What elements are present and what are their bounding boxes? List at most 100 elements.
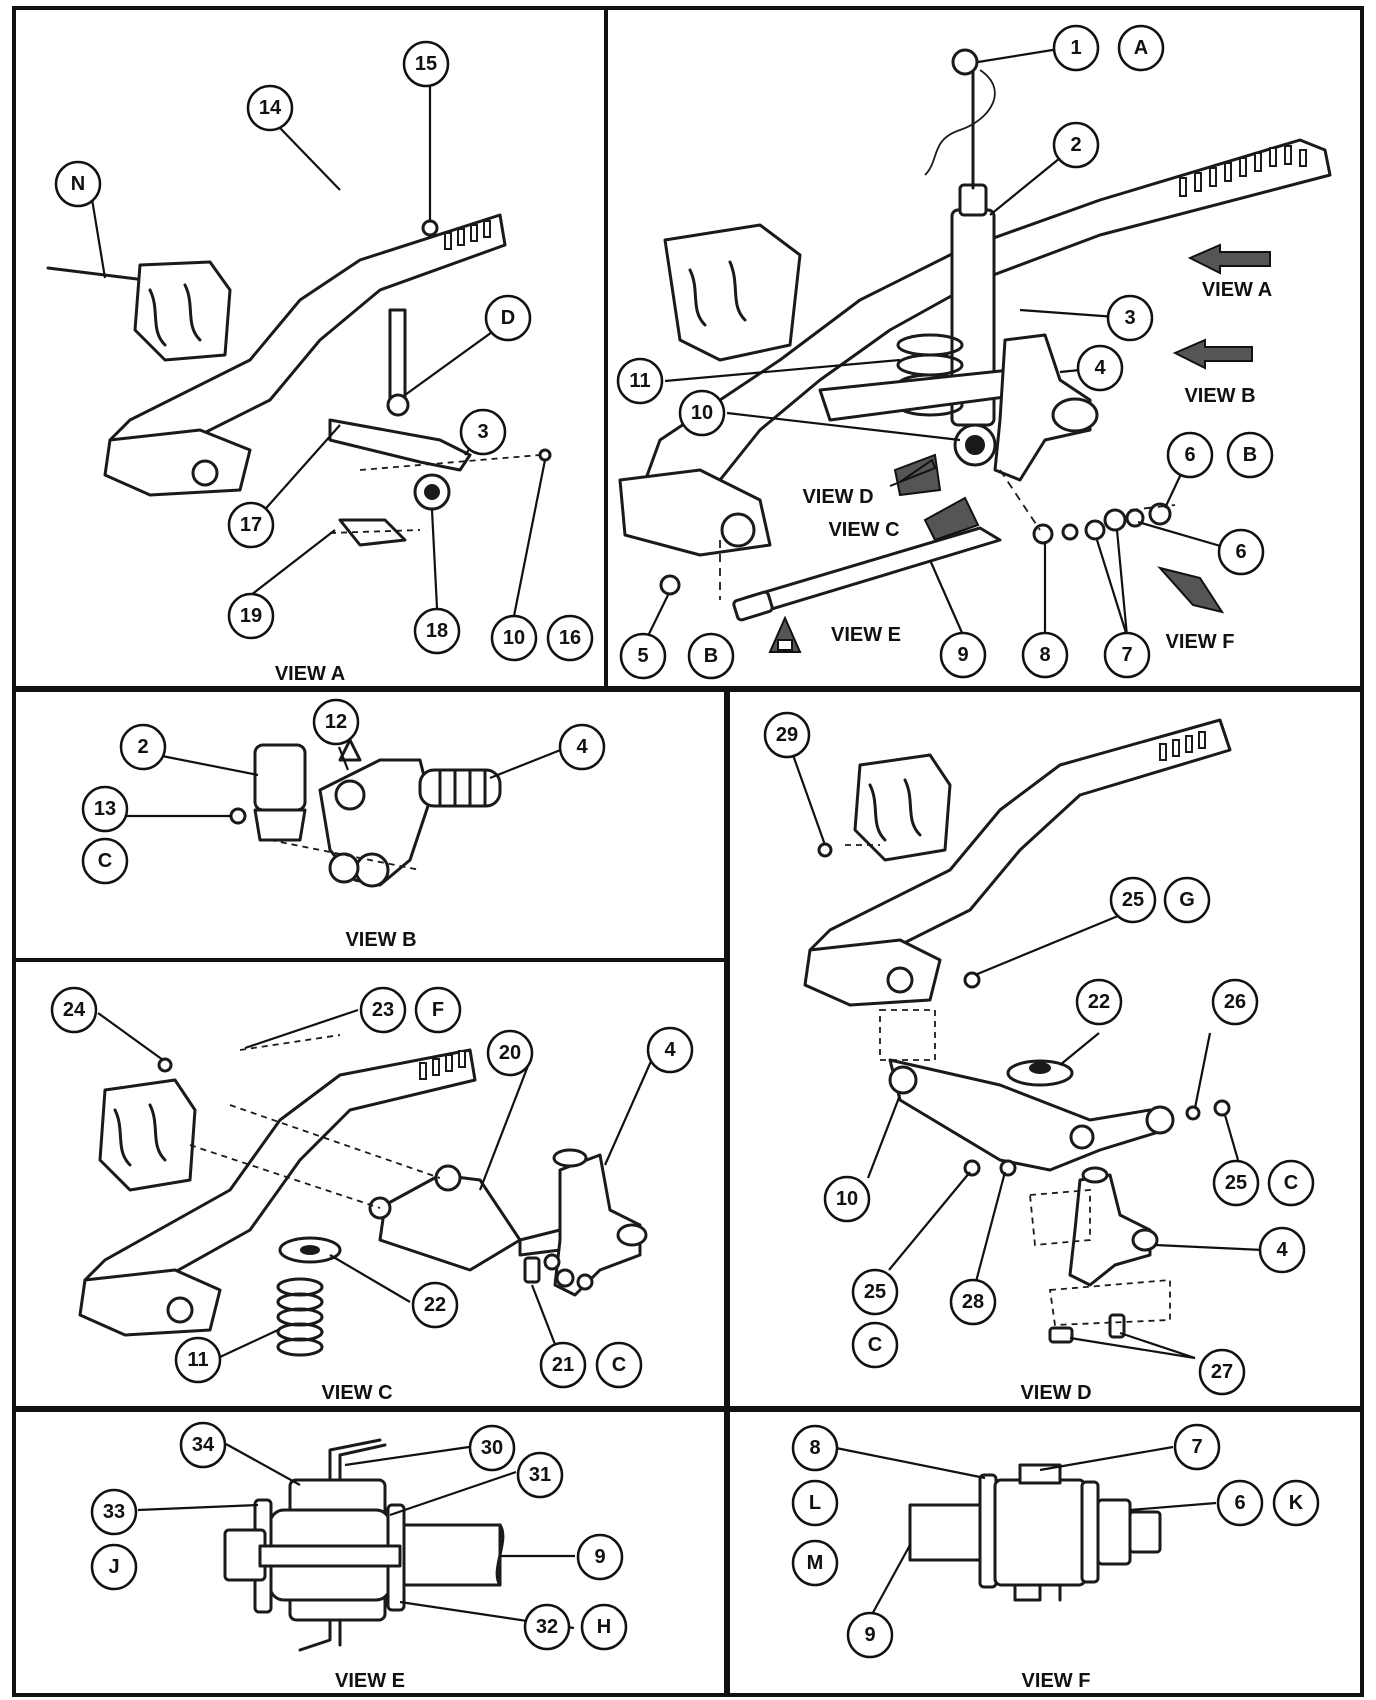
view-f-bracket [993, 1478, 1087, 1587]
callout-circle [1103, 631, 1151, 679]
callout-view-b-c: C [81, 837, 129, 885]
callout-view-d-4: 4 [1258, 1226, 1306, 1274]
callout-label: 17 [240, 514, 262, 536]
view-f-label: VIEW F [1022, 1670, 1091, 1692]
callout-circle [1217, 528, 1265, 576]
callout-circle [402, 40, 450, 88]
callout-main-a: A [1117, 24, 1165, 72]
view-a-frame-slots [444, 220, 491, 250]
callout-label: 12 [325, 711, 347, 733]
callout-label: 15 [415, 53, 437, 75]
panel-borders [12, 6, 1364, 1697]
view-f-nut-6 [1096, 1498, 1132, 1566]
view-c-leaders [97, 1008, 658, 1366]
callout-label: F [432, 999, 444, 1021]
callout-view-a-14: 14 [246, 84, 294, 132]
callout-label: 11 [187, 1349, 208, 1371]
callout-view-d-c: C [851, 1321, 899, 1369]
callout-label: 8 [1039, 644, 1050, 666]
view-a-illustration [46, 213, 552, 547]
callout-main-3: 3 [1106, 294, 1154, 342]
callout-circle [414, 986, 462, 1034]
view-a-lower-rail [103, 428, 252, 497]
callout-label: 4 [1276, 1239, 1288, 1261]
callout-view-a-d: D [484, 294, 532, 342]
view-e-illustration [223, 1438, 505, 1652]
callout-circle [1198, 1348, 1246, 1396]
callout-label: 22 [424, 1294, 446, 1316]
view-c-bolt-21 [523, 1256, 541, 1284]
view-d-bushing-10 [888, 1065, 918, 1095]
callout-label: B [704, 645, 718, 667]
callout-label: 25 [1225, 1172, 1247, 1194]
callout-label: 1 [1070, 37, 1081, 59]
callout-view-f-9: 9 [846, 1611, 894, 1659]
callout-view-c-4: 4 [646, 1026, 694, 1074]
callout-view-e-31: 31 [516, 1451, 564, 1499]
main-crossmember [663, 223, 802, 362]
arrow-view-d-icon [889, 453, 942, 497]
main-view-f-label: VIEW F [1166, 631, 1235, 653]
callout-label: 4 [664, 1039, 676, 1061]
callout-label: 28 [962, 1291, 984, 1313]
main-wire-harness [924, 69, 996, 176]
callout-label: 9 [594, 1546, 605, 1568]
callout-label: 10 [503, 627, 525, 649]
callout-label: 10 [691, 402, 713, 424]
main-view-e-label: VIEW E [831, 624, 901, 646]
view-f-washer-7 [1080, 1480, 1100, 1584]
callout-label: K [1289, 1492, 1304, 1514]
callout-circle [1267, 1159, 1315, 1207]
callout-label: 9 [864, 1624, 875, 1646]
main-view-a-label: VIEW A [1202, 279, 1272, 301]
callout-circle [1258, 1226, 1306, 1274]
callout-circle [90, 1543, 138, 1591]
callout-circle [763, 711, 811, 759]
callout-view-c-11: 11 [174, 1336, 222, 1384]
callout-view-e-h: H [580, 1603, 628, 1651]
view-a-stabilizer-bar [328, 418, 472, 472]
callout-view-e-32: 32 [523, 1603, 571, 1651]
callout-circle [791, 1539, 839, 1587]
callout-circle [1117, 24, 1165, 72]
callout-label: C [1284, 1172, 1298, 1194]
callout-label: 4 [576, 736, 588, 758]
view-e-leaders [137, 1443, 575, 1630]
callout-view-f-m: M [791, 1539, 839, 1587]
callout-label: 3 [477, 421, 488, 443]
callout-circle [1163, 876, 1211, 924]
callout-circle [468, 1424, 516, 1472]
view-a-pointer-n [46, 266, 147, 282]
callout-view-a-3: 3 [459, 408, 507, 456]
callout-label: 6 [1184, 444, 1195, 466]
callout-circle [687, 632, 735, 680]
callout-circle [949, 1278, 997, 1326]
callout-main-9: 9 [939, 631, 987, 679]
callout-label: L [809, 1492, 821, 1514]
callout-main-7: 7 [1103, 631, 1151, 679]
callout-main-2: 2 [1052, 121, 1100, 169]
callout-label: 22 [1088, 991, 1110, 1013]
callout-circle [484, 294, 532, 342]
callout-circle [312, 698, 360, 746]
callout-view-d-10: 10 [823, 1175, 871, 1223]
callout-label: 3 [1124, 307, 1135, 329]
callout-label: 24 [63, 999, 86, 1021]
callout-main-b: B [1226, 431, 1274, 479]
callout-circle [413, 607, 461, 655]
callout-circle [595, 1341, 643, 1389]
callout-view-f-k: K [1272, 1479, 1320, 1527]
callout-view-f-6: 6 [1216, 1479, 1264, 1527]
callout-label: 26 [1224, 991, 1246, 1013]
callout-circle [1212, 1159, 1260, 1207]
view-c-lower-rail [78, 1268, 222, 1337]
view-b-spindle-stub [418, 768, 502, 808]
callout-label: 18 [426, 620, 448, 642]
callout-view-e-9: 9 [576, 1533, 624, 1581]
callout-main-1: 1 [1052, 24, 1100, 72]
callout-circle [1272, 1479, 1320, 1527]
callout-circle [516, 1451, 564, 1499]
view-f-stud [1128, 1510, 1162, 1554]
callout-circle [411, 1281, 459, 1329]
